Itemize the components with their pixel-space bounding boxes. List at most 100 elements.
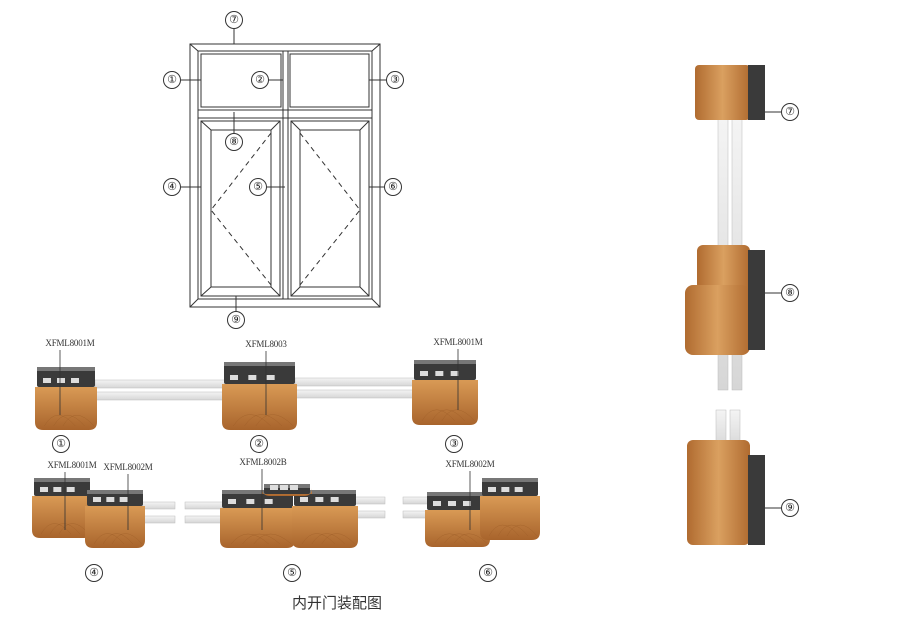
sash-right (290, 120, 370, 297)
thermal-break (106, 497, 115, 502)
callout-5: ⑤ (249, 178, 267, 196)
aluminum-top (427, 492, 488, 496)
wood-grain (444, 533, 478, 544)
opening-indicator-right (299, 132, 361, 286)
wood-grain (44, 415, 76, 427)
wood-profile (32, 496, 92, 538)
thermal-break (246, 499, 255, 504)
wood-profile (222, 384, 297, 430)
wood-grain (253, 533, 292, 545)
thermal-break (450, 371, 459, 376)
glass-pane (94, 379, 226, 389)
wood-profile (35, 387, 97, 430)
wood-grain (40, 523, 72, 535)
thermal-break (463, 501, 471, 506)
thermal-break (43, 378, 51, 383)
profile-label: XFML8002M (103, 462, 153, 472)
thermal-break (448, 501, 456, 506)
aluminum-cap (414, 360, 476, 380)
wood-profile (292, 506, 358, 548)
glass-pane (294, 377, 416, 387)
wood-grain (431, 409, 465, 422)
wood-profile-9 (687, 440, 750, 545)
profile-label: XFML8001M (45, 338, 95, 348)
profile-label: XFML8003 (245, 339, 287, 349)
wood-grain (441, 409, 475, 422)
window-elevation (181, 29, 386, 311)
section-number-2: ② (250, 435, 268, 453)
wood-grain (233, 414, 271, 427)
thermal-break (270, 485, 278, 490)
thermal-break (53, 487, 62, 492)
wood-grain (231, 533, 269, 545)
wood-profile (425, 510, 490, 547)
thermal-break (501, 487, 510, 492)
thermal-break (266, 375, 275, 380)
profile-label: XFML8002M (445, 459, 495, 469)
thermal-break (315, 497, 324, 502)
thermal-break (514, 487, 523, 492)
wood-grain (102, 533, 134, 545)
vertical-callout-7: ⑦ (781, 103, 799, 121)
profile-sections (32, 65, 781, 548)
wood-grain (53, 415, 85, 427)
section-number-4: ④ (85, 564, 103, 582)
thermal-break (330, 497, 339, 502)
aluminum-top (294, 490, 356, 494)
thermal-break (300, 497, 308, 502)
vertical-callout-8: ⑧ (781, 284, 799, 302)
thermal-break (57, 378, 65, 383)
section-number-5: ⑤ (283, 564, 301, 582)
aluminum-top (34, 478, 90, 482)
callout-9: ⑨ (227, 311, 245, 329)
wood-grain (506, 524, 538, 537)
top-light-right (289, 53, 370, 108)
thermal-break (280, 485, 288, 490)
wood-grain (488, 524, 520, 537)
wood-grain (454, 533, 487, 544)
thermal-break (420, 371, 428, 376)
thermal-break (66, 487, 75, 492)
outer-frame (189, 43, 381, 308)
glass-pane (354, 496, 386, 505)
wood-profile (85, 506, 145, 548)
aluminum-cap (427, 492, 488, 510)
thermal-break (264, 499, 273, 504)
wood-grain (93, 533, 125, 545)
thermal-break (93, 497, 101, 502)
wood-profile (480, 496, 540, 540)
aluminum-cap (224, 362, 295, 384)
wood-grain (301, 533, 336, 545)
callout-7: ⑦ (225, 11, 243, 29)
wood-profile (412, 380, 478, 425)
glass-pane (94, 391, 226, 401)
callout-6: ⑥ (384, 178, 402, 196)
callout-4: ④ (163, 178, 181, 196)
profile-label: XFML8002B (239, 457, 287, 467)
wood-profile-8a (697, 245, 750, 290)
diagram-caption: 内开门装配图 (292, 594, 383, 612)
callout-2: ② (251, 71, 269, 89)
wood-grain (62, 415, 95, 427)
wood-grain (434, 533, 468, 544)
wood-grain (49, 523, 81, 535)
opening-indicator-left (210, 132, 272, 286)
thermal-break (119, 497, 128, 502)
callout-8: ⑧ (225, 133, 243, 151)
wood-grain (421, 409, 456, 422)
thermal-break (488, 487, 496, 492)
aluminum-top (482, 478, 538, 482)
wood-grain (111, 533, 143, 545)
section-number-1: ① (52, 435, 70, 453)
wood-grain (321, 533, 355, 545)
thermal-break (40, 487, 48, 492)
callout-1: ① (163, 71, 181, 89)
thermal-break (433, 501, 441, 506)
wood-profile-7 (695, 65, 750, 120)
wood-grain (497, 524, 529, 537)
thermal-break (230, 375, 238, 380)
thermal-break (71, 378, 79, 383)
wood-grain (255, 414, 294, 427)
